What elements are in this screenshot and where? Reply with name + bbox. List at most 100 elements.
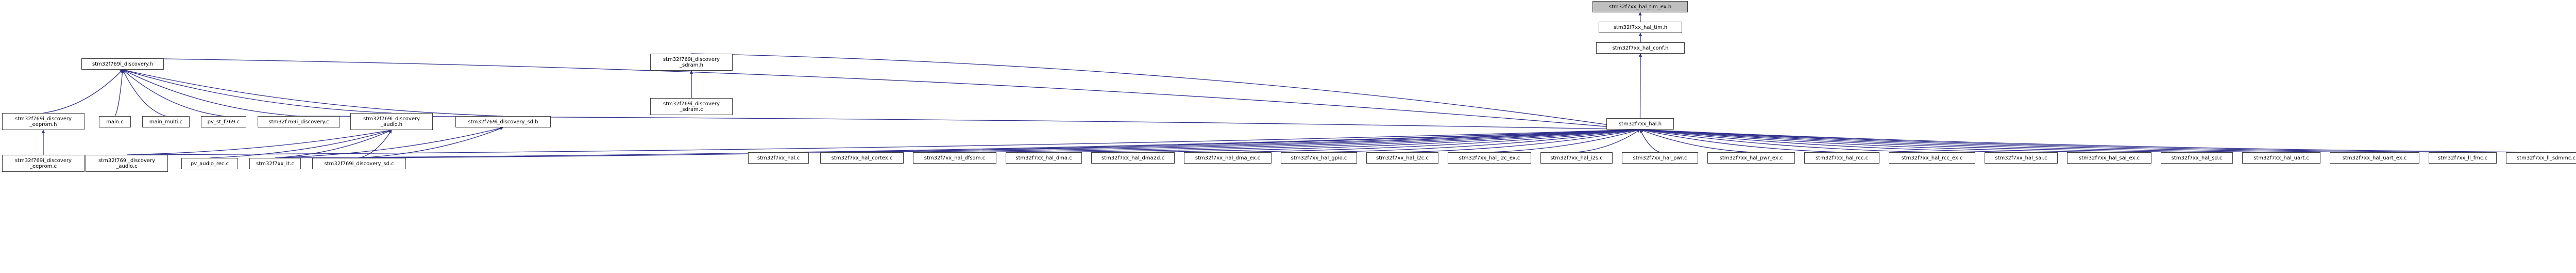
graph-node-label: stm32f7xx_hal_pwr.c bbox=[1633, 155, 1687, 161]
graph-edge bbox=[122, 69, 392, 114]
graph-node[interactable]: stm32f769i_discovery _audio.h bbox=[350, 113, 433, 130]
graph-edge bbox=[1638, 53, 1642, 119]
graph-node[interactable]: stm32f769i_discovery _sdram.h bbox=[650, 54, 733, 71]
graph-node-label: stm32f769i_discovery_sd.h bbox=[468, 119, 538, 125]
graph-edge bbox=[1318, 128, 1641, 153]
graph-node[interactable]: stm32f7xx_hal_uart_ex.c bbox=[2330, 152, 2419, 164]
graph-node[interactable]: stm32f7xx_hal.h bbox=[1606, 118, 1674, 130]
graph-node-label: pv_st_f769.c bbox=[207, 119, 240, 125]
graph-node-label: stm32f7xx_hal_rcc_ex.c bbox=[1901, 155, 1963, 161]
graph-node-label: stm32f769i_discovery _sdram.c bbox=[663, 101, 720, 113]
graph-node[interactable]: stm32f769i_discovery.c bbox=[258, 116, 340, 127]
graph-edge bbox=[122, 69, 503, 117]
graph-edge bbox=[1132, 128, 1641, 153]
graph-node[interactable]: stm32f7xx_hal_rcc_ex.c bbox=[1889, 152, 1975, 164]
graph-node-label: stm32f769i_discovery _audio.h bbox=[363, 116, 420, 127]
graph-node[interactable]: stm32f7xx_hal_cortex.c bbox=[820, 152, 904, 164]
graph-node-label: stm32f7xx_hal_sai.c bbox=[1995, 155, 2047, 161]
graph-node[interactable]: stm32f7xx_hal_i2c.c bbox=[1366, 152, 1438, 164]
graph-edge bbox=[1489, 129, 1641, 153]
graph-node[interactable]: stm32f7xx_hal_uart.c bbox=[2242, 152, 2320, 164]
graph-node-label: stm32f7xx_hal.c bbox=[757, 155, 800, 161]
graph-node[interactable]: stm32f7xx_hal_pwr_ex.c bbox=[1707, 152, 1795, 164]
graph-edge bbox=[275, 126, 504, 158]
graph-node[interactable]: pv_audio_rec.c bbox=[181, 158, 238, 169]
graph-node[interactable]: stm32f7xx_hal_sd.c bbox=[2161, 152, 2233, 164]
graph-edge bbox=[122, 69, 166, 117]
graph-edge bbox=[1639, 129, 1660, 153]
graph-node[interactable]: stm32f7xx_hal_gpio.c bbox=[1281, 152, 1357, 164]
graph-node[interactable]: stm32f7xx_hal_dma2d.c bbox=[1091, 152, 1175, 164]
graph-node[interactable]: stm32f769i_discovery _sdram.c bbox=[650, 98, 733, 115]
edges-group bbox=[41, 12, 2547, 158]
graph-node[interactable]: stm32f7xx_hal_tim.h bbox=[1599, 22, 1682, 33]
graph-edge bbox=[1043, 128, 1641, 153]
graph-edge bbox=[1639, 128, 2547, 153]
graph-node[interactable]: stm32f769i_discovery.h bbox=[81, 58, 164, 70]
graph-node-label: stm32f7xx_hal_uart_ex.c bbox=[2342, 155, 2407, 161]
graph-node[interactable]: stm32f769i_discovery_sd.h bbox=[455, 116, 551, 127]
graph-edge bbox=[275, 130, 392, 158]
graph-node[interactable]: stm32f7xx_hal_pwr.c bbox=[1622, 152, 1698, 164]
graph-node[interactable]: stm32f7xx_hal_i2c_ex.c bbox=[1448, 152, 1531, 164]
graph-edge bbox=[43, 69, 123, 114]
graph-node[interactable]: pv_st_f769.c bbox=[201, 116, 246, 127]
graph-node[interactable]: main_multi.c bbox=[142, 116, 190, 127]
graph-node[interactable]: stm32f7xx_hal_dma.c bbox=[1006, 152, 1082, 164]
graph-node-label: stm32f769i_discovery_sd.c bbox=[324, 160, 394, 167]
graph-node[interactable]: stm32f769i_discovery_sd.c bbox=[312, 158, 406, 169]
graph-node-label: stm32f7xx_hal_sai_ex.c bbox=[2078, 155, 2140, 161]
graph-edge bbox=[1639, 128, 1933, 153]
graph-node-label: stm32f7xx_hal_conf.h bbox=[1612, 45, 1669, 51]
graph-edge bbox=[1639, 128, 2282, 153]
graph-edge bbox=[126, 127, 1641, 155]
graph-node[interactable]: stm32f7xx_hal_rcc.c bbox=[1804, 152, 1879, 164]
graph-edge bbox=[359, 127, 504, 158]
graph-node-label: stm32f7xx_ll_sdmmc.c bbox=[2516, 155, 2576, 161]
graph-edge bbox=[1576, 129, 1641, 153]
graph-node-label: stm32f7xx_hal_sd.c bbox=[2171, 155, 2223, 161]
graph-edge bbox=[122, 69, 224, 117]
graph-node[interactable]: stm32f7xx_hal_dma_ex.c bbox=[1184, 152, 1272, 164]
graph-node[interactable]: stm32f7xx_hal_conf.h bbox=[1596, 42, 1685, 54]
graph-node[interactable]: stm32f7xx_ll_fmc.c bbox=[2429, 152, 2497, 164]
graph-edge bbox=[1402, 128, 1641, 153]
graph-edge bbox=[122, 69, 299, 117]
graph-node-label: stm32f7xx_hal_rcc.c bbox=[1815, 155, 1869, 161]
graph-node-label: stm32f769i_discovery _eeprom.c bbox=[14, 157, 72, 169]
graph-node[interactable]: stm32f769i_discovery _eeprom.c bbox=[2, 155, 84, 172]
graph-edge bbox=[861, 128, 1641, 153]
graph-node[interactable]: stm32f7xx_hal_dfsdm.c bbox=[913, 152, 996, 164]
graph-node-label: stm32f7xx_hal_i2s.c bbox=[1550, 155, 1603, 161]
graph-node[interactable]: stm32f7xx_hal_sai_ex.c bbox=[2067, 152, 2151, 164]
graph-node[interactable]: stm32f7xx_hal_i2s.c bbox=[1540, 152, 1613, 164]
graph-node-label: stm32f7xx_hal_tim_ex.h bbox=[1608, 4, 1672, 10]
graph-node[interactable]: stm32f7xx_it.c bbox=[249, 158, 301, 169]
graph-node[interactable]: stm32f769i_discovery _audio.c bbox=[86, 155, 168, 172]
graph-node-label: stm32f7xx_hal_gpio.c bbox=[1291, 155, 1347, 161]
graph-node-label: main_multi.c bbox=[149, 119, 183, 125]
graph-node-label: pv_audio_rec.c bbox=[190, 160, 229, 167]
graph-edge bbox=[1639, 129, 1752, 153]
graph-node-label: stm32f7xx_hal_i2c_ex.c bbox=[1459, 155, 1520, 161]
graph-node-label: stm32f7xx_hal_i2c.c bbox=[1376, 155, 1429, 161]
graph-node-label: main.c bbox=[106, 119, 124, 125]
graph-node[interactable]: stm32f769i_discovery _eeprom.h bbox=[2, 113, 84, 130]
graph-node-root[interactable]: stm32f7xx_hal_tim_ex.h bbox=[1592, 1, 1688, 12]
graph-node[interactable]: stm32f7xx_hal_sai.c bbox=[1985, 152, 2058, 164]
graph-edge bbox=[1638, 12, 1642, 22]
graph-node-label: stm32f7xx_hal.h bbox=[1618, 121, 1662, 127]
graph-node-label: stm32f7xx_hal_cortex.c bbox=[831, 155, 893, 161]
graph-node-label: stm32f769i_discovery.h bbox=[92, 61, 154, 67]
graph-node-label: stm32f7xx_ll_fmc.c bbox=[2437, 155, 2488, 161]
graph-node-label: stm32f7xx_hal_dma_ex.c bbox=[1195, 155, 1261, 161]
graph-node[interactable]: stm32f7xx_hal.c bbox=[748, 152, 809, 164]
graph-node-label: stm32f7xx_hal_dma2d.c bbox=[1101, 155, 1165, 161]
graph-edge bbox=[954, 128, 1641, 153]
graph-edge bbox=[691, 53, 1641, 131]
graph-node[interactable]: main.c bbox=[99, 116, 131, 127]
graph-node-label: stm32f7xx_hal_dma.c bbox=[1015, 155, 1072, 161]
graph-edge bbox=[359, 130, 392, 158]
graph-node[interactable]: stm32f7xx_ll_sdmmc.c bbox=[2506, 152, 2576, 164]
